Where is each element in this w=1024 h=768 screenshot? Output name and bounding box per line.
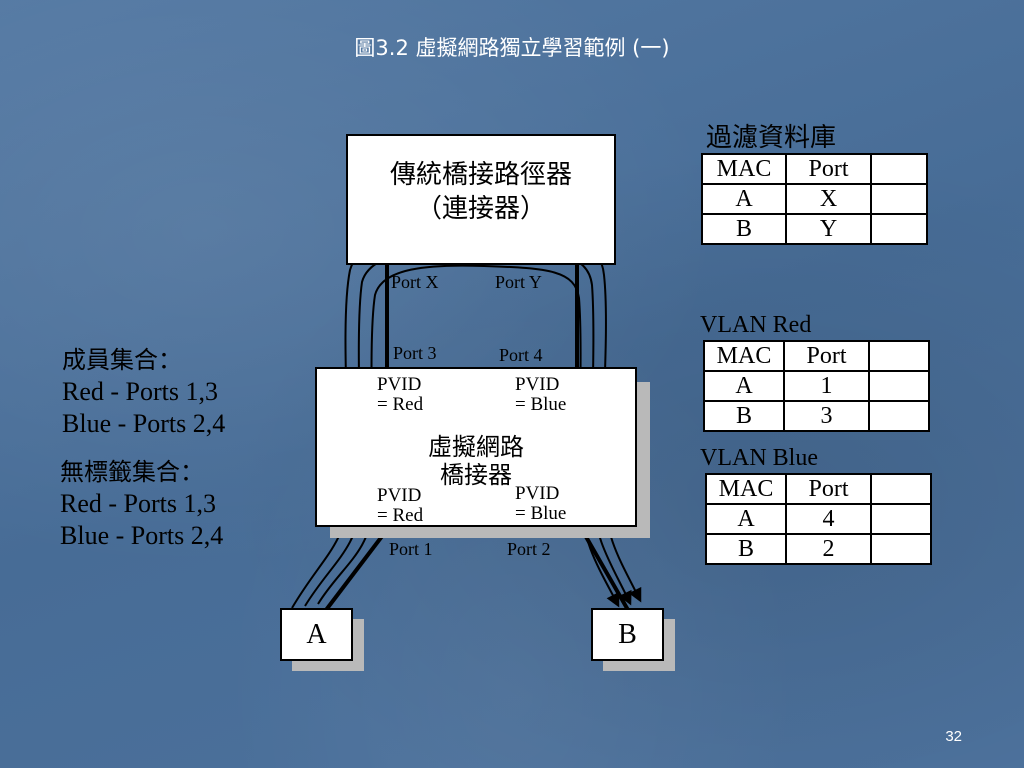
table-header-row: MAC Port	[705, 473, 932, 505]
host-a-label: A	[306, 619, 327, 650]
traditional-bridge-line1: 傳統橋接路徑器	[389, 160, 572, 190]
port-4-label: Port 4	[499, 345, 543, 365]
member-set-heading: 成員集合：	[62, 346, 182, 374]
vlan-blue-title: VLAN Blue	[700, 445, 818, 471]
host-b-label: B	[618, 619, 637, 650]
virtual-bridge-box: PVID= Red PVID= Blue 虛擬網路 橋接器 PVID= Red …	[315, 367, 637, 527]
table-row: B Y	[701, 213, 928, 245]
member-set-blue: Blue - Ports 2,4	[62, 409, 226, 438]
virtual-bridge-line2: 橋接器	[440, 461, 512, 489]
slide-title: 圖3.2 虛擬網路獨立學習範例 (一)	[354, 36, 670, 60]
host-a-box: A	[280, 608, 353, 661]
link-port1-hosta	[324, 533, 385, 612]
port-3-label: Port 3	[393, 343, 437, 363]
traditional-bridge-box: 傳統橋接路徑器 （連接器）	[346, 134, 616, 265]
pvid-bottom-right: PVID= Blue	[515, 483, 567, 524]
port-1-label: Port 1	[389, 539, 433, 559]
table-row: A 4	[705, 503, 932, 535]
untagged-set-blue: Blue - Ports 2,4	[60, 521, 224, 550]
untagged-set: 無標籤集合： Red - Ports 1,3 Blue - Ports 2,4	[60, 456, 223, 552]
table-header-row: MAC Port	[701, 153, 928, 185]
virtual-bridge-line1: 虛擬網路	[428, 433, 524, 461]
table-row: A X	[701, 183, 928, 215]
table-row: A 1	[703, 370, 930, 402]
page-number: 32	[945, 728, 962, 745]
member-set-red: Red - Ports 1,3	[62, 377, 218, 406]
vlan-red-table: MAC Port A 1 B 3	[703, 340, 930, 432]
vlan-red-title: VLAN Red	[700, 312, 812, 338]
pvid-bottom-left: PVID= Red	[377, 485, 424, 526]
port-y-label: Port Y	[495, 272, 542, 292]
pvid-top-right: PVID= Blue	[515, 374, 567, 415]
port-x-label: Port X	[391, 272, 439, 292]
host-b-box: B	[591, 608, 664, 661]
pvid-top-left: PVID= Red	[377, 374, 424, 415]
member-set: 成員集合： Red - Ports 1,3 Blue - Ports 2,4	[62, 344, 225, 440]
table-header-row: MAC Port	[703, 340, 930, 372]
table-row: B 2	[705, 533, 932, 565]
link-port2-hostb	[583, 534, 630, 611]
untagged-set-red: Red - Ports 1,3	[60, 489, 216, 518]
traditional-bridge-line2: （連接器）	[415, 194, 546, 224]
untagged-set-heading: 無標籤集合：	[60, 458, 204, 486]
filter-db-table: MAC Port A X B Y	[701, 153, 928, 245]
port-2-label: Port 2	[507, 539, 551, 559]
table-row: B 3	[703, 400, 930, 432]
vlan-blue-table: MAC Port A 4 B 2	[705, 473, 932, 565]
filter-db-title: 過濾資料庫	[706, 123, 837, 153]
